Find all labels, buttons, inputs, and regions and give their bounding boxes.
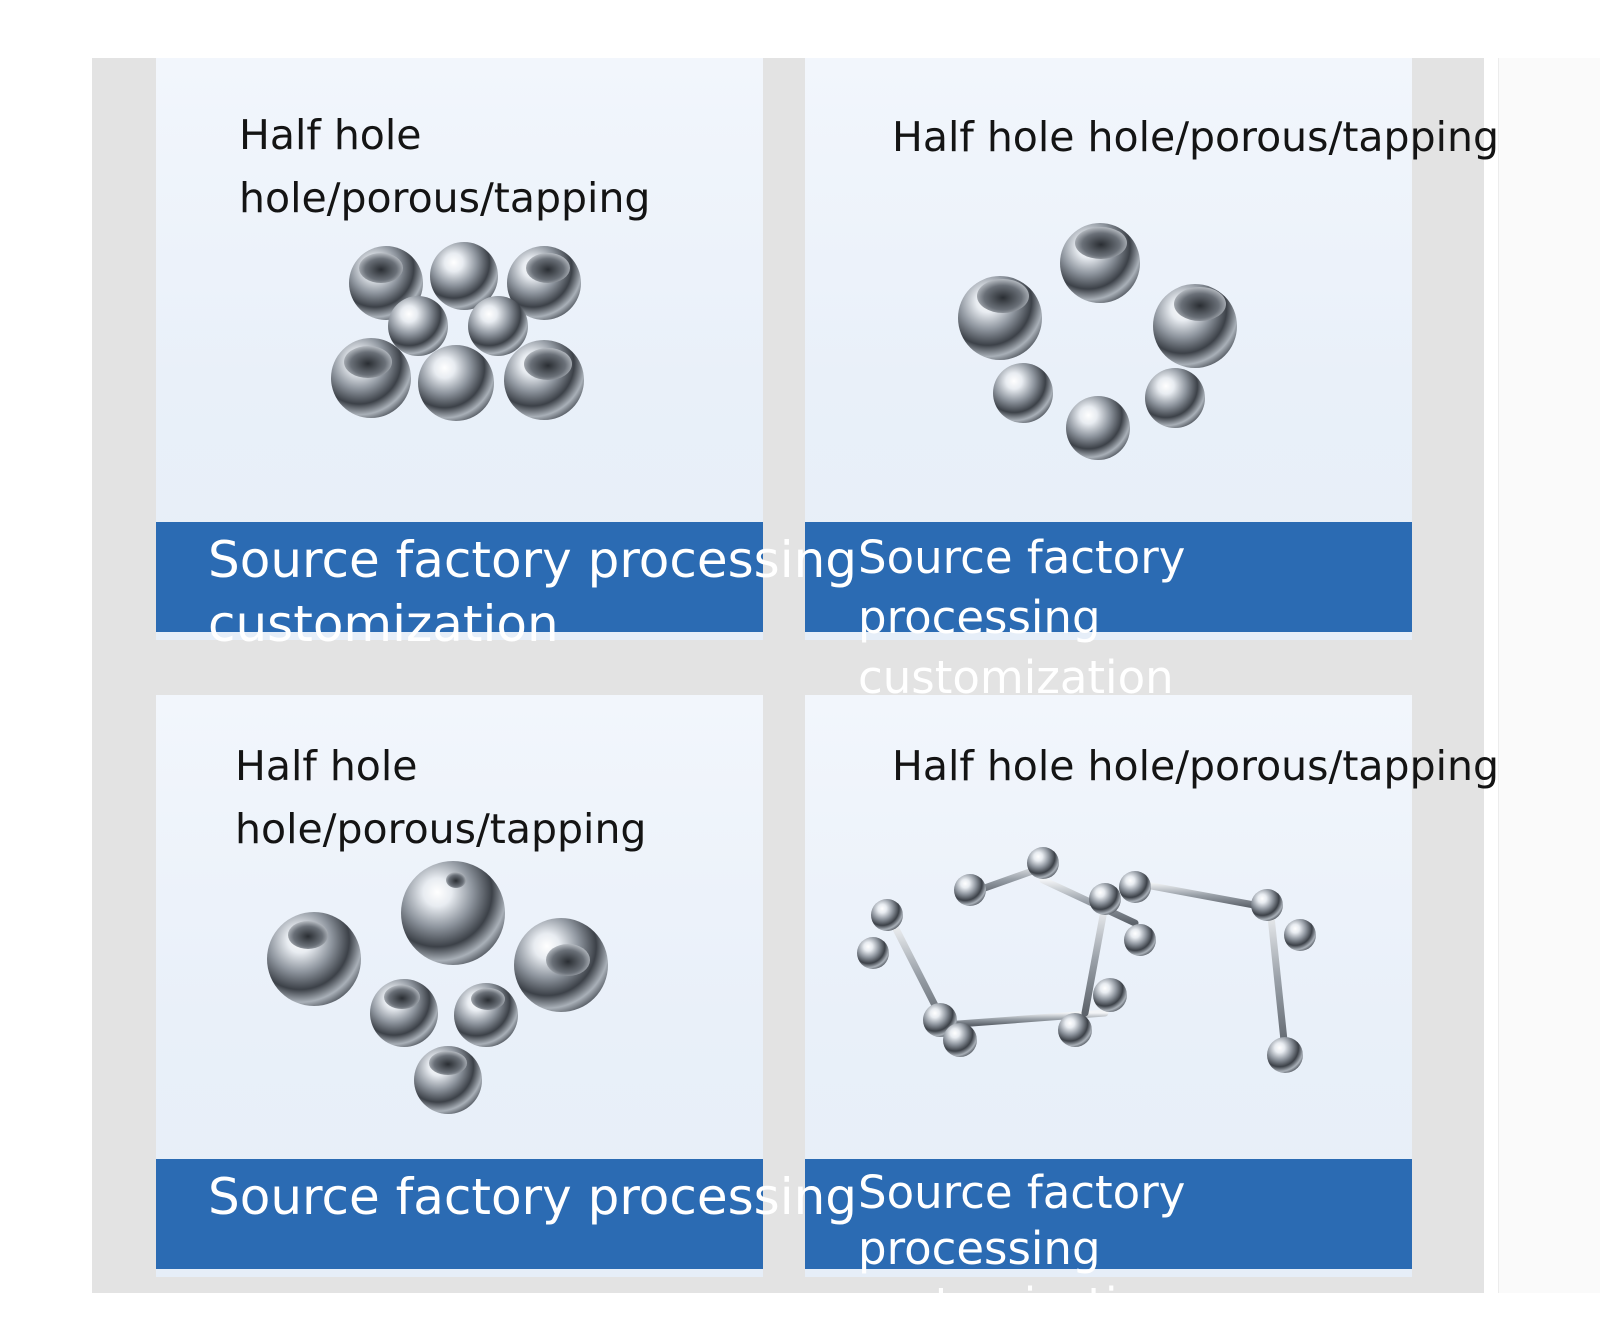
caption-bar [156,522,763,632]
card-title: Half hole hole/porous/tapping [235,742,647,853]
caption-text: Source factory processing customization [858,1166,1186,1331]
steel-beads-cluster-image [267,861,608,1114]
product-card-2[interactable]: Half hole hole/porous/tapping Source fac… [805,58,1499,704]
caption-text: Source factory processing customization [208,531,858,653]
card-title: Half hole hole/porous/tapping [892,742,1499,790]
product-card-4[interactable]: Half hole hole/porous/tapping Source fac… [805,695,1499,1331]
caption-bar [805,522,1412,632]
side-strip [1498,58,1600,1293]
caption-text: Source factory processing [208,1168,858,1226]
product-card-3[interactable]: Half hole hole/porous/tapping Source fac… [156,695,857,1277]
product-card-1[interactable]: Half hole hole/porous/tapping Source fac… [156,58,857,653]
card-title: Half hole hole/porous/tapping [892,113,1499,161]
card-title: Half hole hole/porous/tapping [239,111,651,222]
steel-beads-ring-image [958,223,1237,460]
steel-beads-grid-image [331,242,584,421]
caption-text: Source factory processing customization [858,531,1186,704]
steel-barbells-image [857,847,1316,1073]
caption-bar [805,1159,1412,1269]
caption-bar [156,1159,763,1269]
